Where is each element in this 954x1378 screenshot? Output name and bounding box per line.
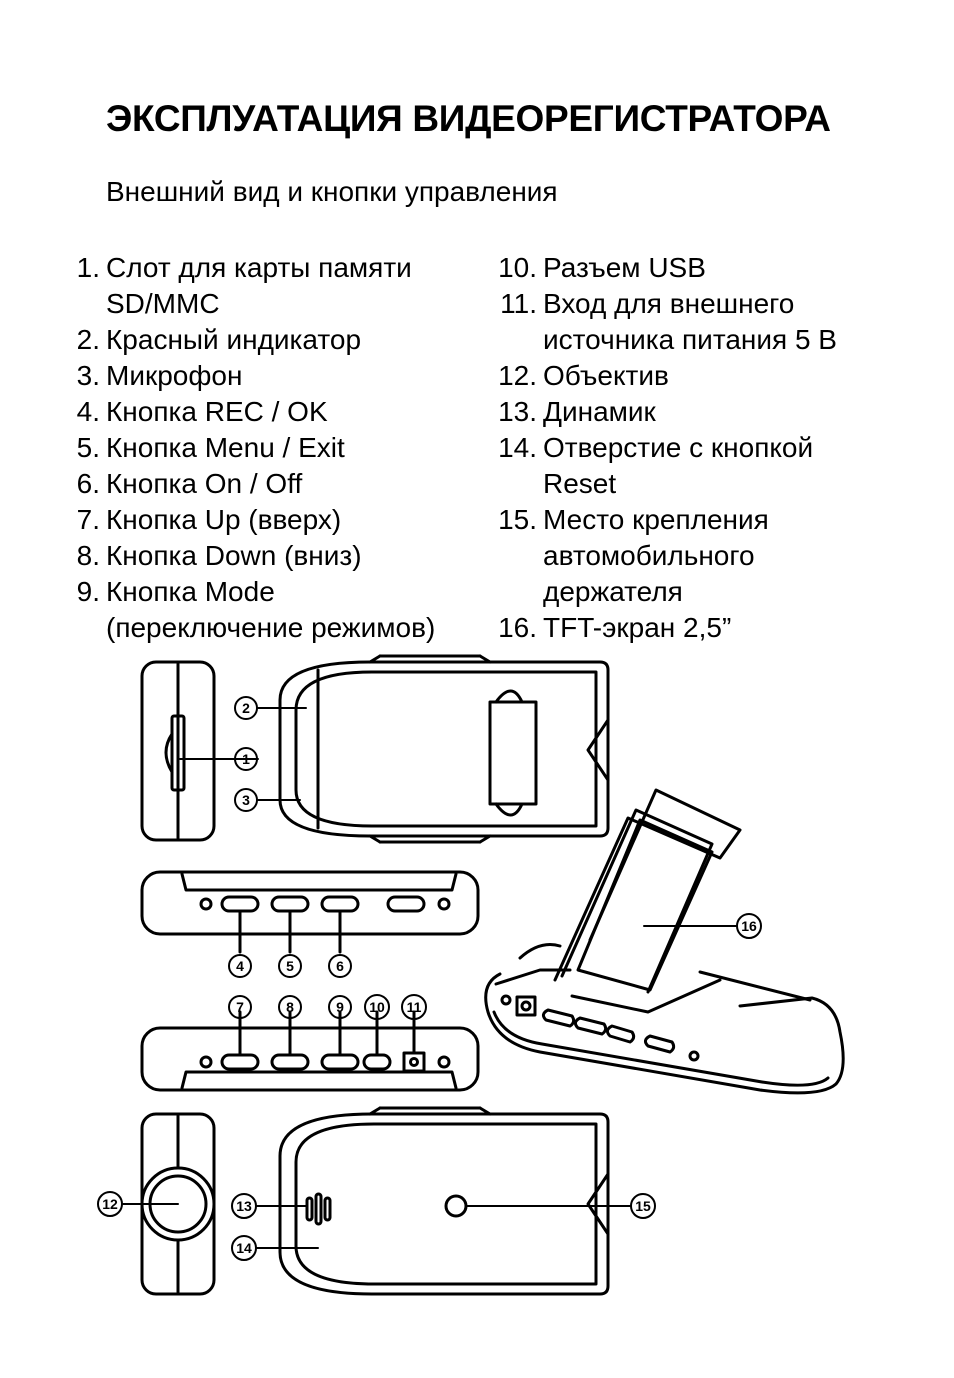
callout-label: 12 bbox=[102, 1196, 118, 1212]
part-name-line: TFT-экран 2,5” bbox=[543, 612, 732, 643]
callout-label: 7 bbox=[236, 999, 244, 1015]
page-title: ЭКСПЛУАТАЦИЯ ВИДЕОРЕГИСТРАТОРА bbox=[106, 98, 831, 139]
part-name-line: Кнопка Menu / Exit bbox=[106, 432, 345, 463]
callout-label: 13 bbox=[236, 1198, 252, 1214]
callout-label: 6 bbox=[336, 958, 344, 974]
part-number: 15. bbox=[498, 504, 537, 535]
part-list-item: 10.Разъем USB bbox=[498, 250, 837, 286]
part-name-line: Место крепления bbox=[543, 504, 769, 535]
part-number: 6. bbox=[76, 468, 100, 499]
device-diagram: 2 1 3 4 5 6 7 8 9 10 11 12 13 14 15 16 bbox=[0, 640, 954, 1378]
callout-label: 9 bbox=[336, 999, 344, 1015]
part-number: 9. bbox=[76, 576, 100, 607]
part-list-item: 3.Микрофон bbox=[77, 358, 435, 394]
callouts: 2 1 3 4 5 6 7 8 9 10 11 12 13 14 15 16 bbox=[97, 696, 762, 1261]
callout-leaders bbox=[121, 707, 737, 1249]
part-name-line: Динамик bbox=[543, 396, 656, 427]
device-top-view bbox=[278, 654, 610, 844]
part-list-item: 15.Место крепления автомобильного держател… bbox=[498, 502, 837, 610]
part-name-line: Красный индикатор bbox=[106, 324, 362, 355]
part-list-item: 2.Красный индикатор bbox=[77, 322, 435, 358]
part-list-item: 11.Вход для внешнего источника питания 5 … bbox=[500, 286, 837, 358]
part-name-line: Кнопка REC / OK bbox=[106, 396, 328, 427]
device-back-view bbox=[278, 1106, 610, 1296]
part-number: 1. bbox=[76, 252, 100, 283]
callout-label: 1 bbox=[242, 751, 250, 767]
part-name-line: Reset bbox=[543, 468, 617, 499]
device-side-view-lower bbox=[140, 1010, 480, 1092]
callout-label: 10 bbox=[369, 999, 385, 1015]
callout-label: 11 bbox=[407, 999, 422, 1015]
part-list-item: 9.Кнопка Mode (переключение режимов) bbox=[77, 574, 436, 646]
callout-label: 2 bbox=[242, 700, 250, 716]
part-name-line: Микрофон bbox=[106, 360, 243, 391]
callout-label: 3 bbox=[242, 792, 250, 808]
part-name-line: Кнопка Down (вниз) bbox=[106, 540, 362, 571]
part-list-item: 7.Кнопка Up (вверх) bbox=[77, 502, 435, 538]
part-number: 10. bbox=[498, 252, 537, 283]
part-number: 13. bbox=[498, 396, 537, 427]
part-name-line: Кнопка On / Off bbox=[106, 468, 303, 499]
part-name-line: Объектив bbox=[543, 360, 669, 391]
part-name-line: Кнопка Up (вверх) bbox=[106, 504, 342, 535]
part-number: 3. bbox=[76, 360, 100, 391]
part-number: 7. bbox=[76, 504, 100, 535]
part-number: 5. bbox=[76, 432, 100, 463]
device-end-view-top bbox=[140, 660, 216, 842]
part-name-line: Кнопка Mode bbox=[106, 576, 275, 607]
callout-label: 16 bbox=[741, 918, 757, 934]
part-number: 8. bbox=[76, 540, 100, 571]
callout-label: 5 bbox=[286, 958, 294, 974]
callout-label: 8 bbox=[286, 999, 294, 1015]
section-subtitle: Внешний вид и кнопки управления bbox=[106, 176, 558, 207]
part-list-item: 16.TFT-экран 2,5” bbox=[498, 610, 837, 646]
part-list-item: 5.Кнопка Menu / Exit bbox=[77, 430, 435, 466]
part-list-item: 6.Кнопка On / Off bbox=[77, 466, 435, 502]
part-name-line: (переключение режимов) bbox=[106, 612, 436, 643]
part-name-line: SD/MMC bbox=[106, 288, 220, 319]
part-list-item: 12.Объектив bbox=[498, 358, 837, 394]
part-name-line: Разъем USB bbox=[543, 252, 706, 283]
callout-label: 14 bbox=[236, 1240, 252, 1256]
device-side-view-upper bbox=[140, 870, 480, 954]
part-name-line: автомобильного bbox=[543, 540, 755, 571]
part-name-line: Слот для карты памяти bbox=[106, 252, 412, 283]
part-number: 4. bbox=[76, 396, 100, 427]
part-list-item: 4.Кнопка REC / OK bbox=[77, 394, 435, 430]
part-list-item: 8.Кнопка Down (вниз) bbox=[77, 538, 435, 574]
part-name-line: держателя bbox=[543, 576, 683, 607]
part-name-line: Отверстие с кнопкой bbox=[543, 432, 814, 463]
part-number: 11. bbox=[500, 288, 537, 319]
part-name-line: Вход для внешнего bbox=[543, 288, 795, 319]
part-number: 14. bbox=[498, 432, 537, 463]
device-perspective-view bbox=[484, 788, 845, 1095]
part-name-line: источника питания 5 В bbox=[543, 324, 837, 355]
callout-label: 15 bbox=[635, 1198, 651, 1214]
part-number: 16. bbox=[498, 612, 537, 643]
callout-label: 4 bbox=[236, 958, 244, 974]
part-list-item: 13.Динамик bbox=[498, 394, 837, 430]
part-number: 12. bbox=[498, 360, 537, 391]
part-number: 2. bbox=[76, 324, 100, 355]
